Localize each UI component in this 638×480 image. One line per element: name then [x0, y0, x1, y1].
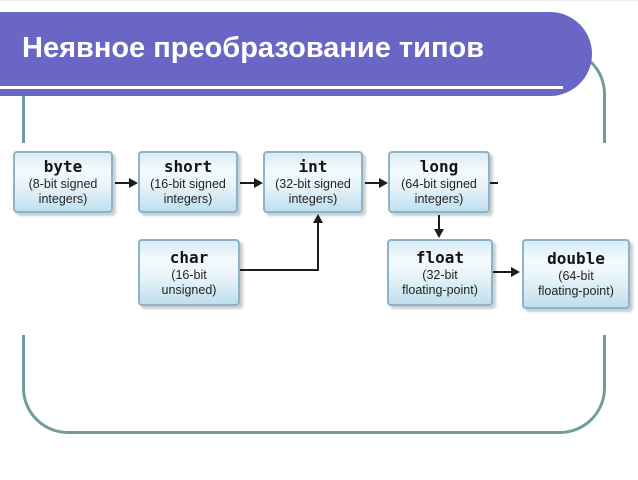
- type-desc-line1: (64-bit signed: [401, 177, 477, 191]
- title-underline: [0, 86, 563, 89]
- type-desc-line2: unsigned): [161, 282, 217, 297]
- arrow-elbow-vertical: [317, 223, 319, 271]
- title-banner: Неявное преобразование типов: [0, 12, 592, 96]
- arrowhead-down-icon: [434, 229, 444, 238]
- type-desc-line2: floating-point): [402, 282, 478, 297]
- type-desc-line1: (32-bit signed: [275, 177, 351, 191]
- type-desc-line2: floating-point): [538, 284, 614, 298]
- type-box-float: float (32-bit floating-point): [387, 239, 493, 306]
- type-desc-line1: (64-bit: [558, 269, 594, 283]
- arrow-line: [493, 271, 513, 273]
- arrowhead-right-icon: [254, 178, 263, 188]
- slide-title: Неявное преобразование типов: [22, 31, 485, 64]
- type-name: int: [298, 157, 328, 176]
- arrow-line: [365, 182, 381, 184]
- type-desc-line1: (8-bit signed: [28, 177, 98, 191]
- arrowhead-right-icon: [511, 267, 520, 277]
- type-name: double: [547, 249, 605, 268]
- arrowhead-right-icon: [379, 178, 388, 188]
- arrowhead-right-icon: [129, 178, 138, 188]
- type-desc-line2: integers): [38, 192, 88, 206]
- arrow-line: [438, 215, 440, 230]
- type-box-int: int (32-bit signed integers): [263, 151, 363, 213]
- arrow-line: [240, 182, 256, 184]
- type-box-short: short (16-bit signed integers): [138, 151, 238, 213]
- type-desc-line2: integers): [288, 192, 338, 206]
- type-name: float: [415, 247, 465, 267]
- type-box-char: char (16-bit unsigned): [138, 239, 240, 306]
- type-box-double: double (64-bit floating-point): [522, 239, 630, 309]
- type-name: short: [163, 157, 213, 176]
- type-desc-line2: integers): [414, 192, 464, 206]
- type-conversion-diagram: byte (8-bit signed integers) short (16-b…: [2, 143, 636, 335]
- type-desc-line1: (32-bit: [422, 267, 458, 282]
- type-desc-line2: integers): [163, 192, 213, 206]
- type-name: char: [169, 247, 209, 267]
- stray-dash-artifact: [490, 182, 498, 184]
- type-box-byte: byte (8-bit signed integers): [13, 151, 113, 213]
- type-desc-line1: (16-bit signed: [150, 177, 226, 191]
- type-desc-line1: (16-bit: [171, 267, 207, 282]
- arrowhead-up-icon: [313, 214, 323, 223]
- type-box-long: long (64-bit signed integers): [388, 151, 490, 213]
- arrow-elbow-horizontal: [240, 269, 319, 271]
- type-name: long: [419, 157, 459, 176]
- type-name: byte: [43, 157, 83, 176]
- arrow-line: [115, 182, 131, 184]
